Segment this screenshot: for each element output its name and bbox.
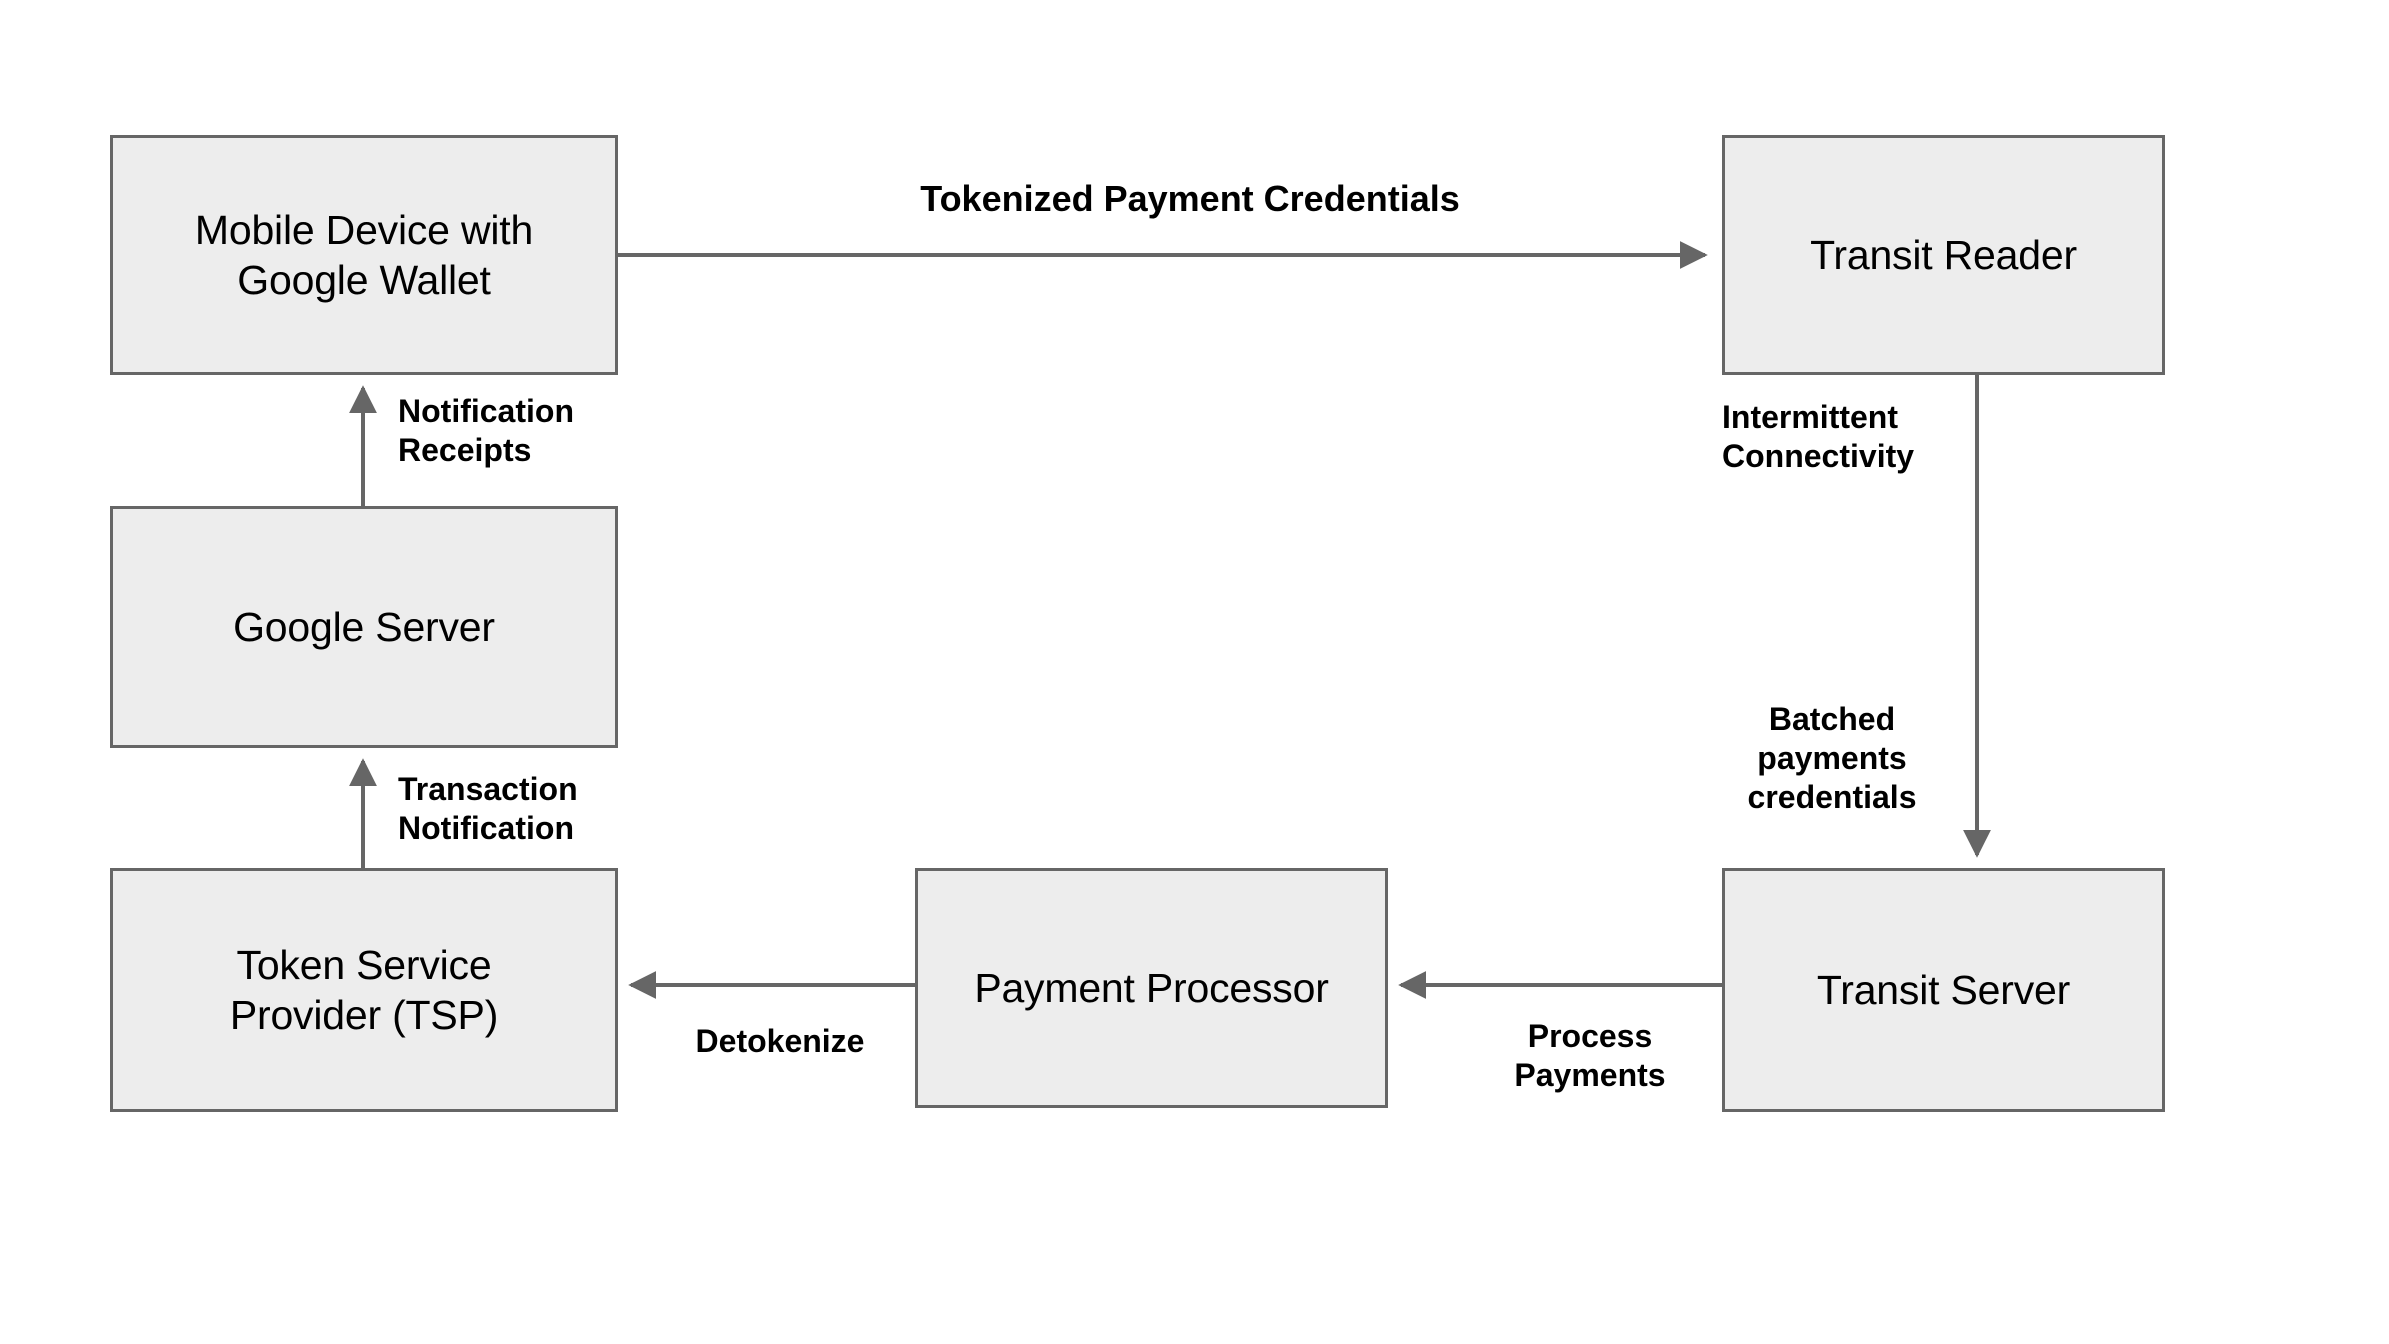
edge-label-transaction-notification: Transaction Notification [398, 771, 578, 847]
node-token-service-provider-label: Token Service Provider (TSP) [229, 941, 499, 1038]
edge-label-detokenize: Detokenize [695, 1023, 865, 1059]
node-token-service-provider[interactable]: Token Service Provider (TSP) [110, 868, 618, 1112]
node-payment-processor-label: Payment Processor [974, 964, 1329, 1011]
node-google-server-label: Google Server [233, 603, 495, 650]
node-transit-reader-label: Transit Reader [1810, 231, 2077, 278]
node-transit-server[interactable]: Transit Server [1722, 868, 2165, 1112]
node-google-server[interactable]: Google Server [110, 506, 618, 748]
edge-label-process-payments: Process Payments [1514, 1018, 1666, 1094]
node-mobile-device[interactable]: Mobile Device with Google Wallet [110, 135, 618, 375]
edge-label-notification-receipts: Notification Receipts [398, 393, 574, 469]
node-mobile-device-label: Mobile Device with Google Wallet [194, 206, 534, 303]
node-transit-reader[interactable]: Transit Reader [1722, 135, 2165, 375]
edge-label-batched-payments-credentials: Batched payments credentials [1747, 701, 1917, 816]
edge-label-tokenized-payment-credentials: Tokenized Payment Credentials [920, 178, 1460, 219]
node-transit-server-label: Transit Server [1816, 966, 2071, 1013]
edge-label-intermittent-connectivity: Intermittent Connectivity [1722, 399, 1915, 475]
node-payment-processor[interactable]: Payment Processor [915, 868, 1388, 1108]
